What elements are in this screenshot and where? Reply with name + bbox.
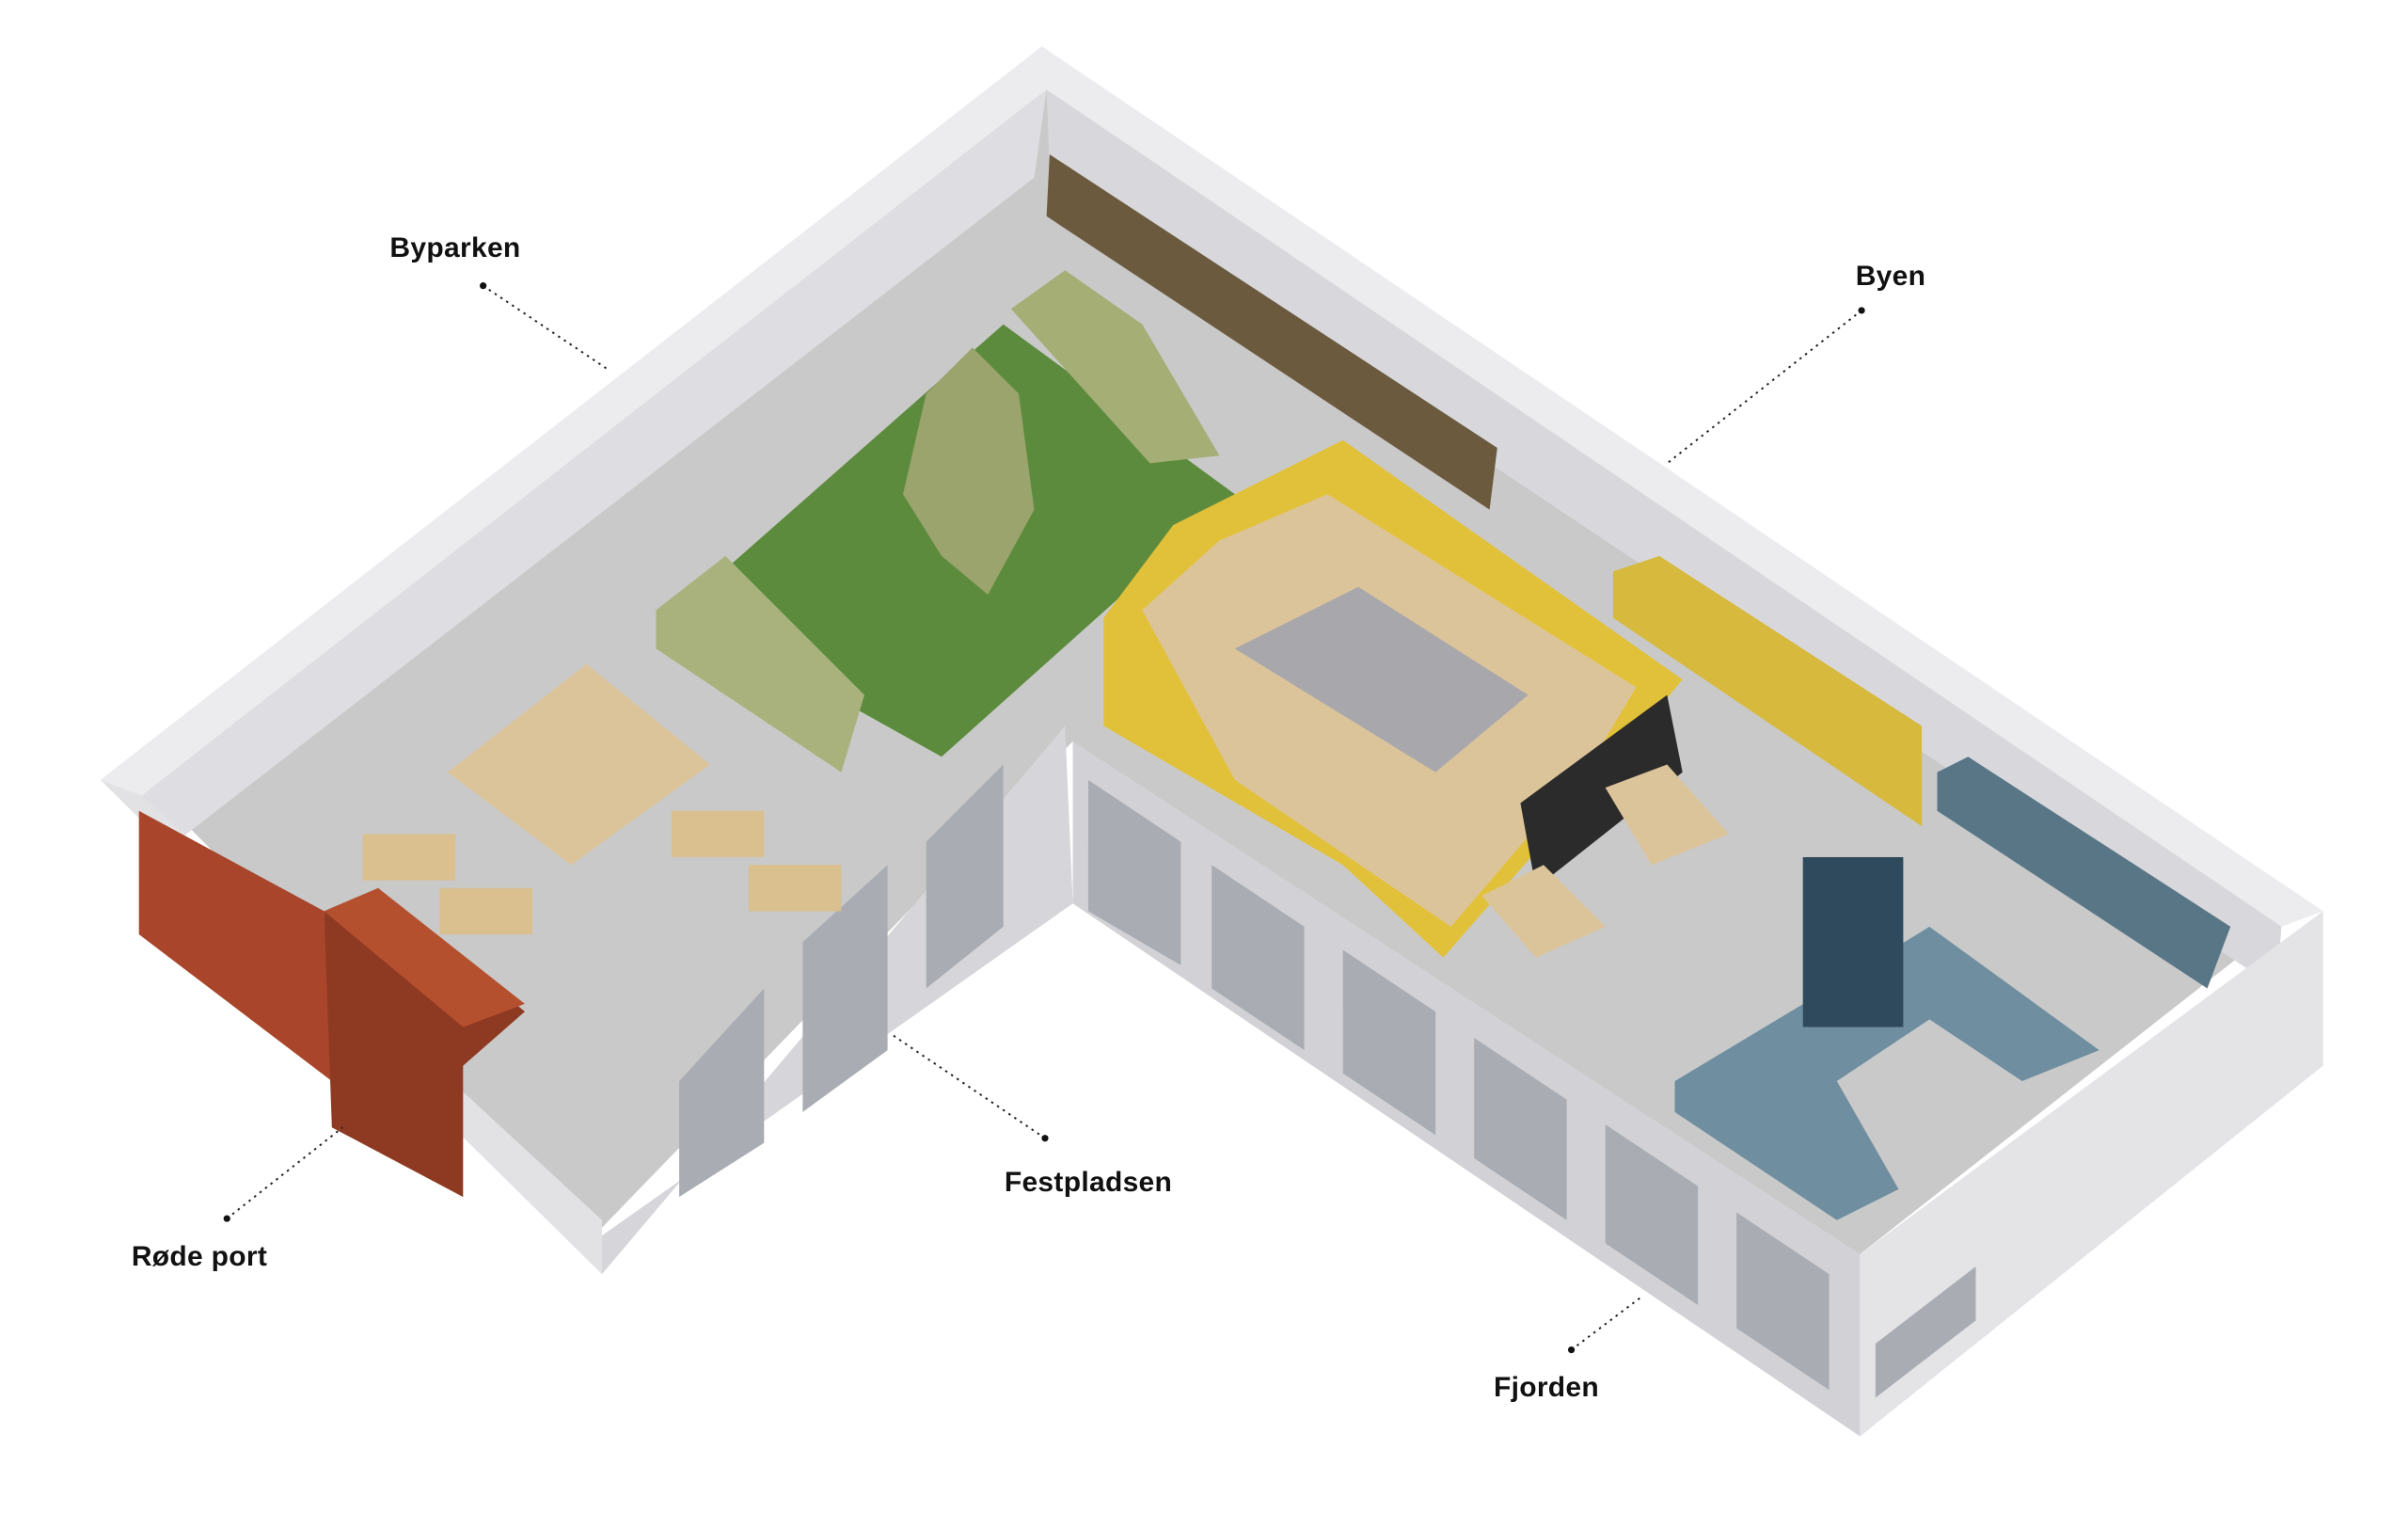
leader-festpladsen	[891, 1033, 1046, 1139]
front-wall-right-end	[1860, 911, 2323, 1437]
leader-byen	[1666, 310, 1862, 465]
book-bins	[362, 810, 842, 935]
windows	[679, 764, 1976, 1398]
cafe-table	[1605, 764, 1729, 866]
red-gate-roof	[324, 887, 525, 1027]
blue-seating	[1674, 926, 2099, 1220]
back-wall-left	[141, 89, 1047, 866]
zone-label-festpladsen: Festpladsen	[1004, 1167, 1173, 1198]
red-gate-facade	[138, 810, 332, 1081]
blue-curtain	[1802, 856, 1904, 1027]
zone-label-byen: Byen	[1855, 261, 1926, 292]
leader-lines	[226, 284, 1862, 1351]
leader-fjorden	[1570, 1297, 1642, 1351]
park-tree	[903, 347, 1035, 595]
wall-top-right	[1041, 46, 2323, 927]
yellow-shelves	[1612, 555, 1923, 827]
wall-top-left	[100, 46, 1047, 796]
leader-byparken	[483, 284, 610, 372]
zone-label-rode-port: Røde port	[131, 1241, 268, 1272]
cafe-table	[1481, 865, 1606, 958]
cafe-area	[1520, 694, 1683, 888]
blue-shelves	[1937, 757, 2231, 989]
display-platform	[447, 663, 710, 866]
park-bench	[656, 555, 864, 772]
leader-rode-port	[226, 1126, 343, 1219]
zone-label-fjorden: Fjorden	[1493, 1372, 1600, 1403]
park-hill	[1010, 270, 1220, 464]
bookshelf-wall	[1046, 154, 1497, 510]
leader-dots	[223, 282, 1865, 1354]
red-gate-house	[324, 887, 525, 1198]
house-void	[1234, 586, 1529, 772]
zone-label-byparken: Byparken	[389, 232, 521, 263]
